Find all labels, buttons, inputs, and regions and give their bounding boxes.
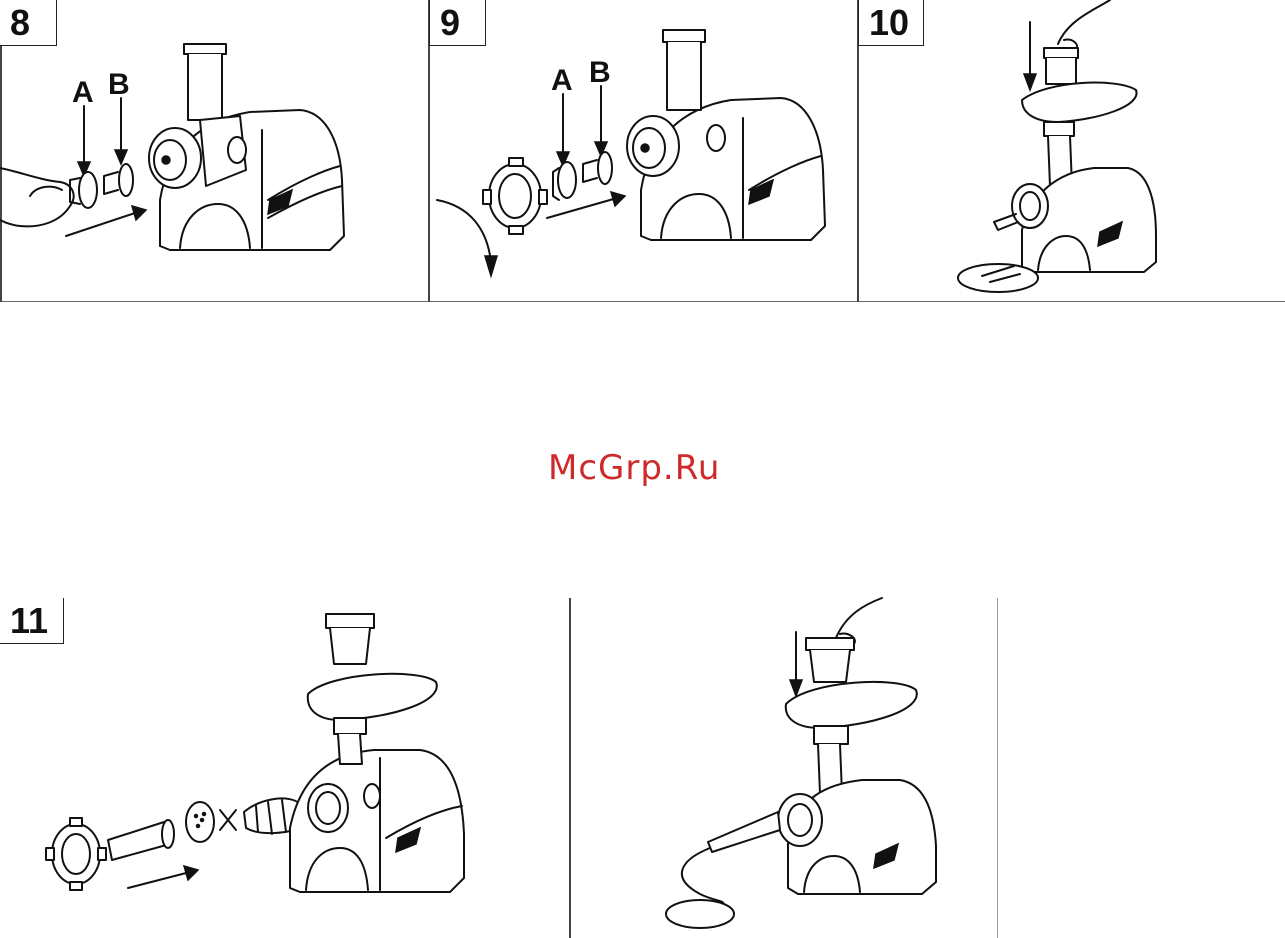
pusher — [326, 614, 374, 628]
rotate-arrow — [437, 200, 491, 262]
food-tray — [1022, 83, 1137, 122]
step-10-illustration — [858, 0, 1285, 302]
label-b: B — [108, 68, 130, 101]
label-a: A — [72, 76, 94, 109]
hand — [1058, 0, 1110, 44]
step-9-illustration: A B — [429, 0, 857, 302]
step-12-illustration — [570, 598, 997, 938]
output-bowl — [666, 900, 734, 928]
hand — [0, 168, 74, 226]
part-b — [119, 164, 133, 196]
step-12-panel — [570, 598, 997, 938]
label-b: B — [589, 56, 611, 89]
step-10-panel: 10 — [858, 0, 1285, 302]
divider-12-13 — [997, 598, 998, 938]
pusher — [1044, 48, 1078, 58]
step-9-panel: 9 A B — [429, 0, 857, 302]
part-b — [598, 152, 612, 184]
blade — [220, 810, 236, 830]
sausage-nozzle — [708, 812, 780, 852]
output-bowl — [958, 264, 1038, 292]
step-11-illustration — [0, 598, 569, 938]
lock-ring — [778, 794, 822, 846]
pusher — [806, 638, 854, 650]
step-11-panel: 11 — [0, 598, 569, 938]
food-tray — [786, 682, 917, 728]
label-a: A — [551, 64, 573, 97]
grinding-plate — [186, 802, 214, 842]
food-tray — [308, 674, 437, 720]
step-8-illustration: A B — [0, 0, 428, 302]
watermark-text: McGrp.Ru — [548, 448, 720, 488]
part-a — [558, 162, 576, 198]
hand — [836, 598, 882, 638]
step-8-panel: 8 A B — [0, 0, 428, 302]
feed-tube-top — [184, 44, 226, 54]
part-a — [79, 172, 97, 208]
sausage-nozzle — [108, 822, 170, 860]
